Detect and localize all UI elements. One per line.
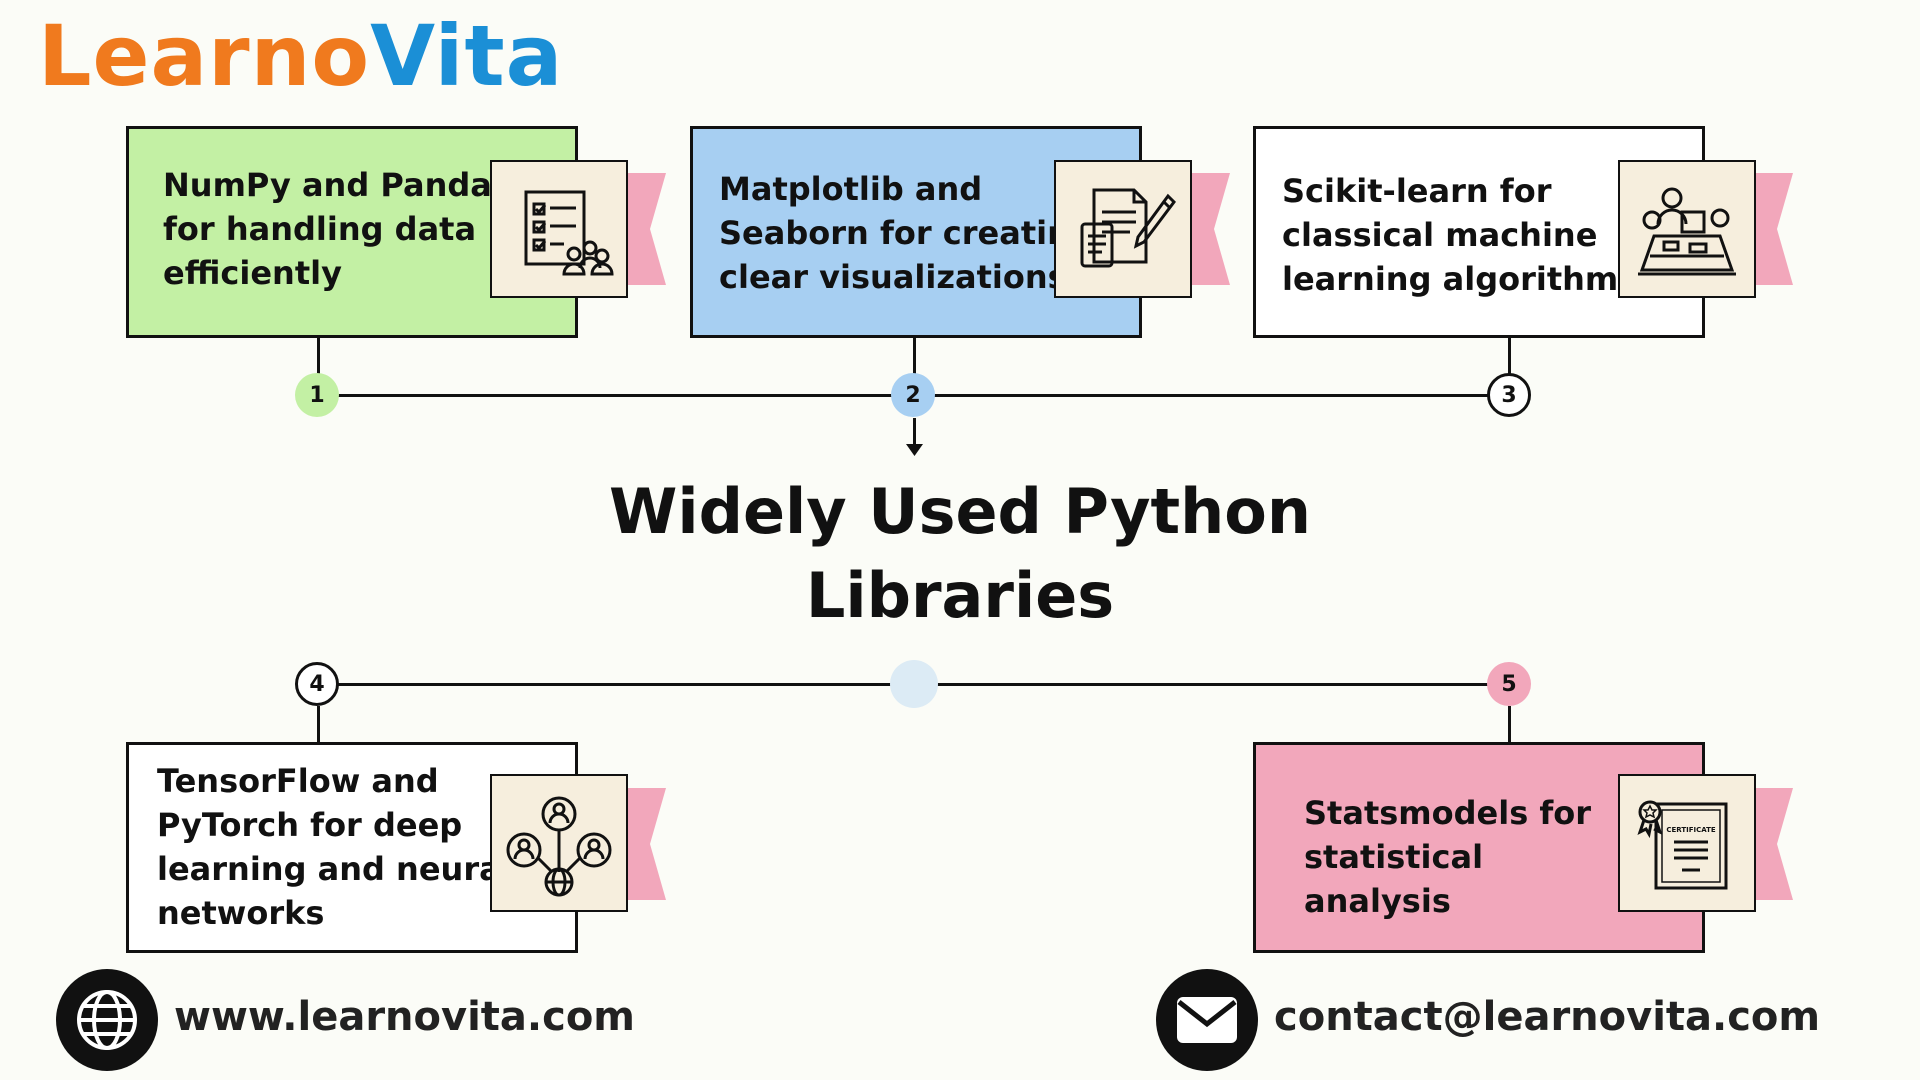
certificate-label: CERTIFICATE — [1666, 826, 1716, 834]
connector-line — [317, 706, 320, 744]
connector-line — [1508, 706, 1511, 744]
checklist-team-icon — [490, 160, 628, 298]
certificate-icon: CERTIFICATE — [1618, 774, 1756, 912]
ribbon-decoration — [1751, 173, 1793, 285]
globe-icon — [77, 990, 137, 1050]
connector-line — [317, 338, 320, 374]
connector-line — [913, 338, 916, 374]
email-link[interactable]: contact@learnovita.com — [1274, 994, 1821, 1040]
card-2-text: Matplotlib and Seaborn for creating clea… — [719, 170, 1093, 296]
card-4-text: TensorFlow and PyTorch for deep learning… — [157, 762, 512, 932]
people-meeting-icon — [1618, 160, 1756, 298]
card-5-text: Statsmodels for statistical analysis — [1304, 794, 1592, 920]
arrow-down-icon — [906, 444, 923, 456]
arrow-line — [913, 418, 916, 448]
card-3-text: Scikit-learn for classical machine learn… — [1282, 172, 1638, 298]
mail-badge — [1156, 969, 1258, 1071]
step-number-4: 4 — [295, 662, 339, 706]
logo-text-blue: Vita — [370, 7, 564, 105]
website-link[interactable]: www.learnovita.com — [174, 994, 635, 1040]
globe-badge — [56, 969, 158, 1071]
learnovita-logo: LearnoVita — [38, 14, 563, 98]
connector-line — [1508, 338, 1511, 374]
logo-text-orange: Learno — [38, 7, 371, 105]
ribbon-decoration — [624, 788, 666, 900]
mail-icon — [1177, 997, 1237, 1043]
network-globe-icon — [490, 774, 628, 912]
documents-pen-icon — [1054, 160, 1192, 298]
step-number-3: 3 — [1487, 373, 1531, 417]
step-number-5: 5 — [1487, 662, 1531, 706]
ribbon-decoration — [1188, 173, 1230, 285]
ribbon-decoration — [624, 173, 666, 285]
center-dot — [890, 660, 938, 708]
step-number-1: 1 — [295, 373, 339, 417]
step-number-2: 2 — [891, 373, 935, 417]
card-1-text: NumPy and Pandas for handling data effic… — [163, 166, 511, 292]
page-title: Widely Used Python Libraries — [608, 475, 1312, 632]
ribbon-decoration — [1751, 788, 1793, 900]
